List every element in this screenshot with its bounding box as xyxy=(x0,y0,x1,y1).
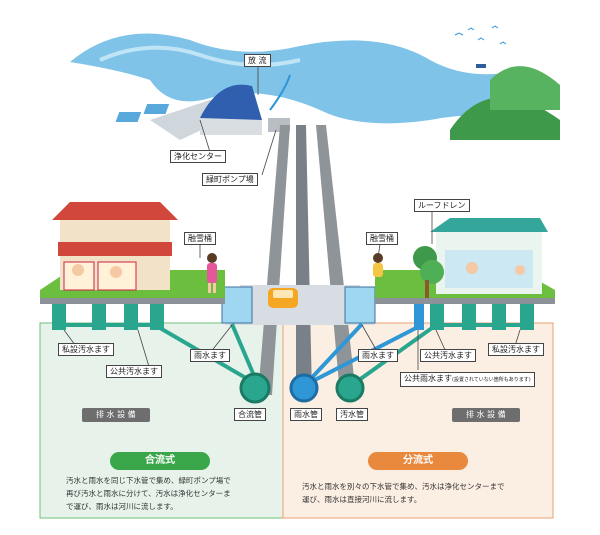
sewage-pipe-label: 汚水管 xyxy=(336,408,368,421)
private-sewage-box-right-label: 私設汚水ます xyxy=(488,343,544,356)
drain-equipment-right-tag: 排 水 設 備 xyxy=(452,408,520,422)
right-house xyxy=(430,218,548,294)
public-rain-box-text: 公共雨水ます xyxy=(404,374,452,383)
separate-desc-line2: 運び、雨水は直接河川に流します。 xyxy=(302,493,505,506)
separate-system-description: 汚水と雨水を別々の下水管で集め、汚水は浄化センターまで 運び、雨水は直接河川に流… xyxy=(302,480,505,506)
left-building-base xyxy=(40,298,225,304)
private-sewage-box-left-label: 私設汚水ます xyxy=(58,343,114,356)
pipe-rain-main xyxy=(296,125,312,395)
combined-system-title: 合流式 xyxy=(110,452,210,470)
combined-desc-line2: 再び汚水と雨水に分けて、汚水は浄化センターま xyxy=(66,487,231,500)
snow-ditch-left-label: 融雪桶 xyxy=(184,232,216,245)
sidewalk-left xyxy=(222,287,252,323)
rain-box-right-label: 雨水ます xyxy=(358,349,398,362)
boat-icon xyxy=(476,64,486,68)
left-drain-boxes xyxy=(52,304,164,330)
combined-system-description: 汚水と雨水を同じ下水管で集め、緑町ポンプ場で 再び汚水と雨水に分けて、汚水は浄化… xyxy=(66,474,231,513)
rain-box-left-label: 雨水ます xyxy=(190,349,230,362)
sidewalk-right xyxy=(345,287,375,323)
combined-pipe-end xyxy=(241,374,269,402)
separate-system-title: 分流式 xyxy=(368,452,468,470)
rain-pipe-end xyxy=(291,375,317,401)
public-sewage-box-right-label: 公共汚水ます xyxy=(420,349,476,362)
sewage-pipe-end xyxy=(337,375,363,401)
combined-pipe-label: 合流管 xyxy=(234,408,266,421)
public-rain-box-right-label: 公共雨水ます(設置されていない箇所もあります) xyxy=(400,372,535,387)
midoricho-pump-label: 緑町ポンプ場 xyxy=(202,173,258,186)
discharge-label: 放 流 xyxy=(244,54,271,67)
purification-center-label: 浄化センター xyxy=(170,150,226,163)
mountain-right-back xyxy=(490,66,560,110)
drain-equipment-left-tag: 排 水 設 備 xyxy=(82,408,150,422)
public-rain-box-note: (設置されていない箇所もあります) xyxy=(452,377,531,383)
right-building-base xyxy=(375,298,555,304)
birds-icon xyxy=(455,26,506,44)
public-sewage-box-left-label: 公共汚水ます xyxy=(106,365,162,378)
separate-desc-line1: 汚水と雨水を別々の下水管で集め、汚水は浄化センターまで xyxy=(302,480,505,493)
combined-desc-line3: で運び、雨水は河川に流します。 xyxy=(66,500,231,513)
snow-ditch-right-label: 融雪桶 xyxy=(366,232,398,245)
car-icon xyxy=(268,288,298,308)
combined-desc-line1: 汚水と雨水を同じ下水管で集め、緑町ポンプ場で xyxy=(66,474,231,487)
rain-pipe-label: 雨水管 xyxy=(290,408,322,421)
roof-drain-label: ルーフドレン xyxy=(414,199,470,212)
right-drain-boxes xyxy=(414,304,534,330)
left-house xyxy=(52,202,178,290)
